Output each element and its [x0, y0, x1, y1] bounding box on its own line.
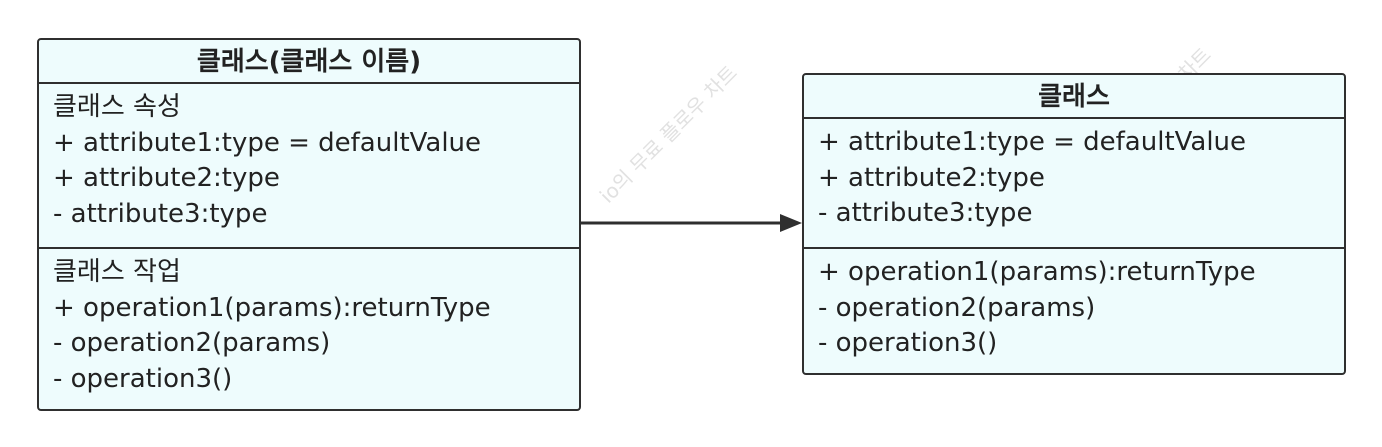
attributes-section: 클래스 속성 + attribute1:type = defaultValue …	[39, 84, 579, 247]
class-title: 클래스	[804, 75, 1344, 119]
operation-line: - operation3()	[53, 363, 233, 394]
attributes-section: + attribute1:type = defaultValue + attri…	[804, 119, 1344, 247]
operation-line: + operation1(params):returnType	[53, 292, 491, 323]
attribute-line: - attribute3:type	[53, 198, 268, 229]
class-box-right[interactable]: 클래스 + attribute1:type = defaultValue + a…	[802, 73, 1346, 375]
operations-label: 클래스 작업	[53, 257, 181, 287]
class-box-left[interactable]: 클래스(클래스 이름) 클래스 속성 + attribute1:type = d…	[37, 38, 581, 411]
attribute-line: + attribute1:type = defaultValue	[53, 127, 482, 158]
operations-section: + operation1(params):returnType - operat…	[804, 247, 1344, 366]
attribute-line: + attribute1:type = defaultValue	[818, 127, 1247, 157]
arrow-head	[780, 214, 802, 232]
operation-line: - operation2(params)	[818, 292, 1096, 323]
operation-line: - operation2(params)	[53, 328, 331, 358]
attribute-line: + attribute2:type	[818, 162, 1045, 193]
attribute-line: + attribute2:type	[53, 163, 280, 193]
operation-line: - operation3()	[818, 328, 998, 358]
operation-line: + operation1(params):returnType	[818, 257, 1256, 287]
operations-section: 클래스 작업 + operation1(params):returnType -…	[39, 247, 579, 401]
attributes-label: 클래스 속성	[53, 92, 181, 122]
attribute-line: - attribute3:type	[818, 198, 1033, 228]
class-title: 클래스(클래스 이름)	[39, 40, 579, 84]
